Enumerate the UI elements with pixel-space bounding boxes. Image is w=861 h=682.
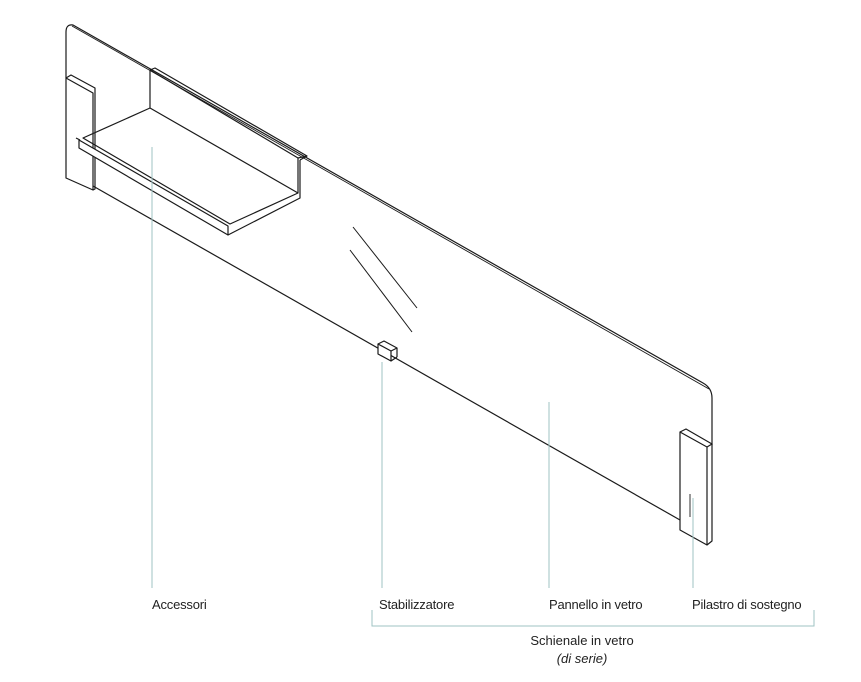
label-pannello: Pannello in vetro <box>549 597 643 612</box>
leader-lines <box>151 147 815 627</box>
group-title: Schienale in vetro <box>530 633 634 648</box>
right-support-pillar <box>679 428 713 546</box>
group-bracket <box>371 610 815 627</box>
glass-panel-outline <box>65 24 713 445</box>
glass-reflection <box>349 226 418 333</box>
accessory-shelf <box>78 67 308 236</box>
label-accessori: Accessori <box>152 597 207 612</box>
label-pilastro: Pilastro di sostegno <box>692 597 802 612</box>
stabilizer <box>377 340 398 362</box>
label-stabilizzatore: Stabilizzatore <box>379 597 455 612</box>
group-subtitle: (di serie) <box>556 651 608 666</box>
left-support-pillar <box>65 74 96 191</box>
